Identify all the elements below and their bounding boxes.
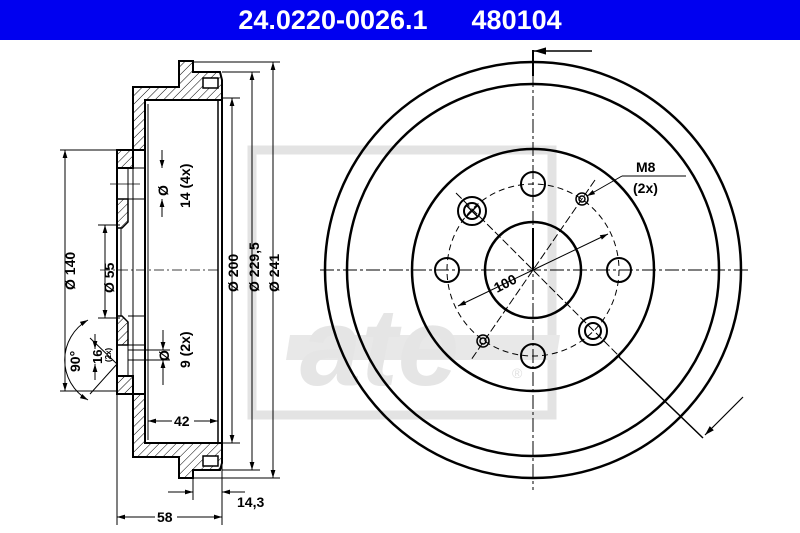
section-labels: Ø 140 Ø 55 Ø 14 (4x) Ø 9 (2x) 90° 16 (2x… (62, 164, 282, 525)
thread-label: M8 (636, 159, 656, 175)
dim-countersink-dia: 16 (90, 350, 105, 364)
dim-inner-dia: Ø 200 (225, 254, 241, 292)
dim-small-hole: 9 (2x) (177, 331, 193, 368)
dim-small-hole-symbol: Ø (156, 350, 172, 361)
reference-number: 480104 (471, 4, 562, 35)
dim-bolt-hole: 14 (4x) (177, 164, 193, 208)
front-labels: 100 M8 (2x) (491, 159, 658, 296)
dim-bolt-circle: 100 (491, 271, 519, 296)
dim-flange-offset: 14,3 (237, 494, 264, 510)
section-dimensions (60, 61, 280, 525)
dim-countersink-count: (2x) (104, 347, 113, 362)
title-bar: 24.0220-0026.1 480104 (0, 0, 800, 40)
technical-drawing: ate ® (60, 47, 748, 525)
front-view (320, 47, 748, 490)
dim-center-bore: Ø 55 (101, 262, 117, 293)
dim-outer-dia: Ø 241 (266, 254, 282, 292)
svg-text:ate: ate (300, 286, 459, 409)
dim-drum-depth: 42 (174, 413, 190, 429)
svg-text:®: ® (512, 365, 523, 381)
dim-bolt-hole-symbol: Ø (155, 185, 171, 196)
dim-countersink-angle: 90° (67, 351, 83, 372)
dim-overall-height: 58 (157, 509, 173, 525)
section-view (100, 60, 225, 479)
ate-watermark: ate ® (247, 145, 560, 420)
part-number: 24.0220-0026.1 (238, 4, 428, 35)
dim-wear-limit: Ø 229,5 (246, 242, 262, 292)
thread-count: (2x) (633, 180, 658, 196)
dim-pcd: Ø 140 (62, 252, 78, 290)
